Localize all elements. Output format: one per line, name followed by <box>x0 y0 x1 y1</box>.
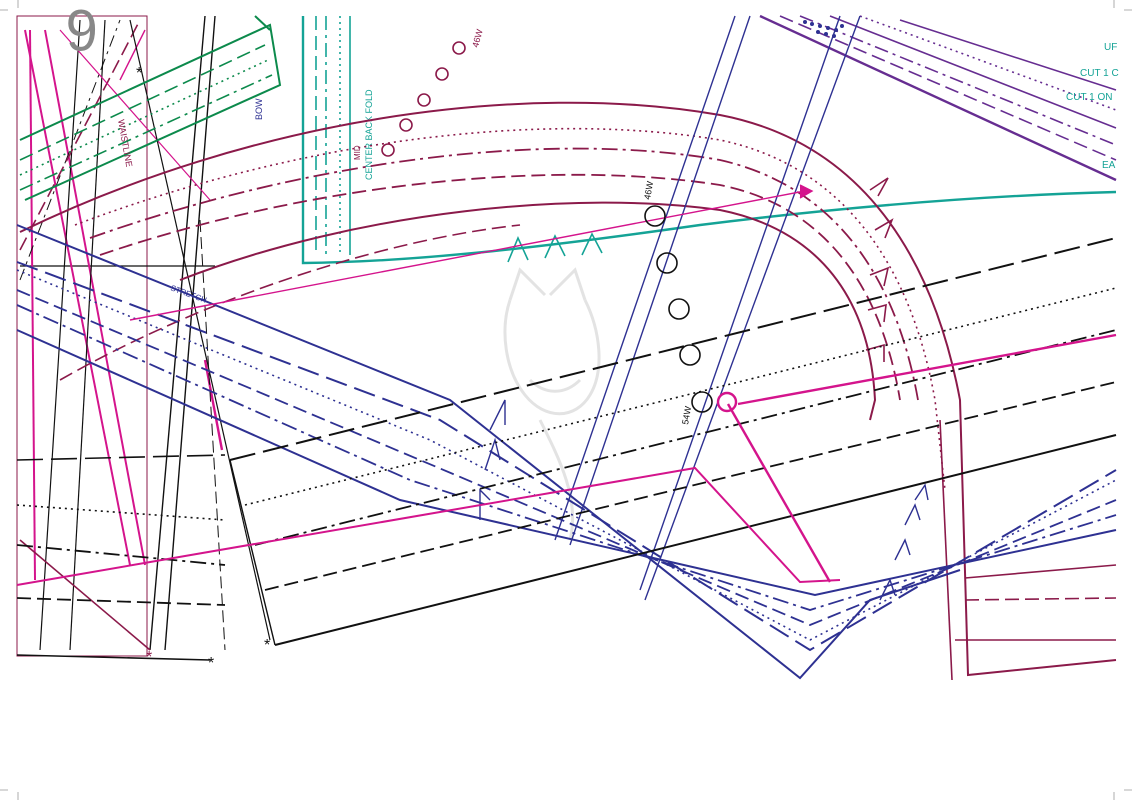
navy-pattern-piece <box>16 15 1117 680</box>
stretch-label: STRETCH <box>169 283 208 304</box>
waistline-label: WAISTLINE <box>116 119 134 168</box>
navy-arrows <box>479 399 929 601</box>
size-dot-row <box>381 41 466 157</box>
size-54w-label: 54W <box>680 405 693 425</box>
notch-triangles <box>507 232 603 263</box>
size-46w-label: 46W <box>642 180 655 200</box>
asterisk-marker-3: * <box>264 637 270 654</box>
black-pattern-lines <box>16 237 1117 646</box>
left-pattern-block <box>16 15 271 661</box>
grain-word-label: BOW <box>254 98 264 120</box>
asterisk-marker-2: * <box>208 655 214 672</box>
mid-label: MID <box>353 145 362 160</box>
notch-triangles-maroon <box>865 177 894 362</box>
asterisk-marker-1: * <box>146 649 152 666</box>
maroon-curved-pieces <box>19 101 1117 681</box>
cut-1-label-a: CUT 1 C <box>1080 68 1119 79</box>
size-circles-black <box>644 205 713 413</box>
purple-dot-cluster <box>803 20 844 38</box>
purple-band <box>759 14 1117 182</box>
center-back-fold-piece <box>301 16 1117 265</box>
asterisk-marker-4: * <box>136 65 142 82</box>
pivot-circle <box>716 391 738 413</box>
piece-number: 6 <box>66 0 98 62</box>
center-back-fold-label: CENTER BACK FOLD <box>364 89 374 180</box>
upper-right-label: UF <box>1104 42 1117 53</box>
size-46w-top-label: 46W <box>470 28 485 49</box>
green-pattern-piece <box>19 15 282 201</box>
ea-label: EA <box>1102 160 1116 171</box>
cut-1-label-b: CUT 1 ON <box>1066 92 1113 103</box>
magenta-pattern-lines <box>16 184 1117 586</box>
